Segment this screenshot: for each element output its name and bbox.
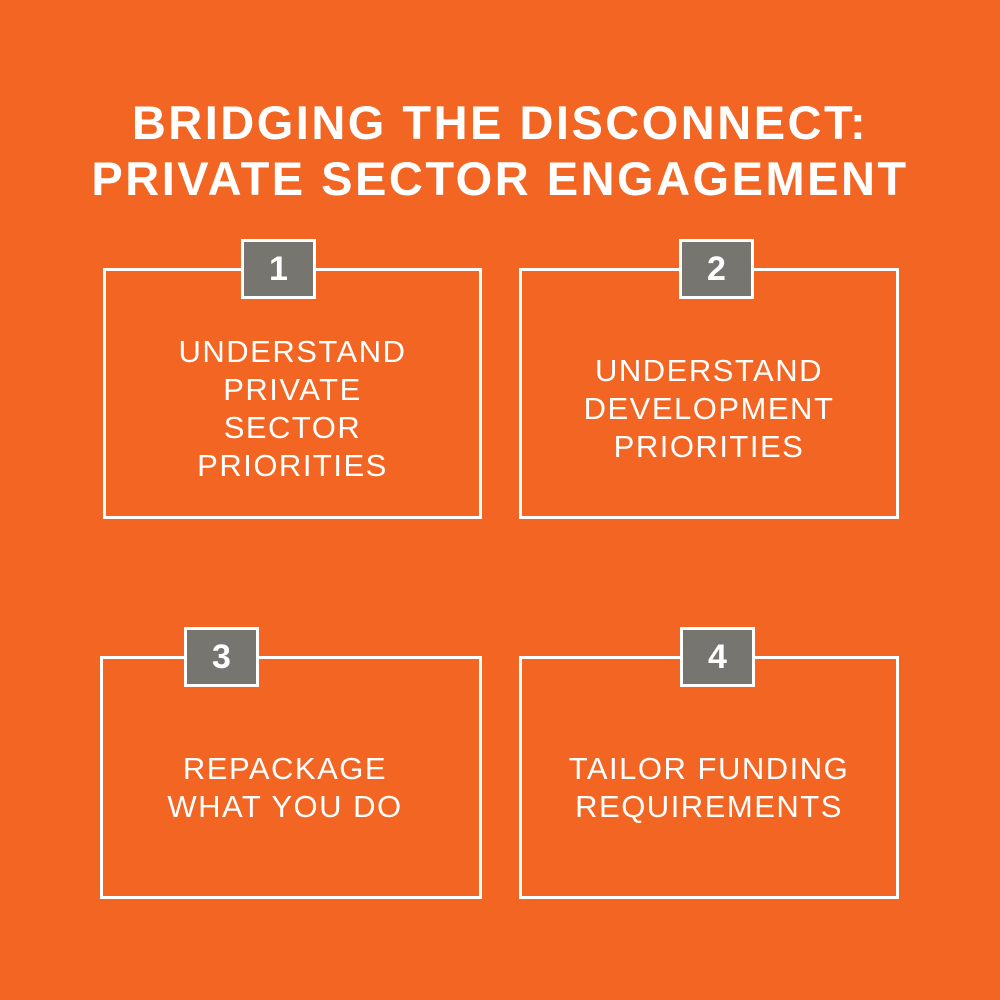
step-3-line-1: REPACKAGE: [182, 751, 388, 786]
page-title: BRIDGING THE DISCONNECT: PRIVATE SECTOR …: [0, 95, 1000, 207]
step-label-4: TAILOR FUNDING REQUIREMENTS: [519, 750, 899, 826]
step-2-line-1: UNDERSTAND: [595, 353, 823, 388]
step-number-badge-1: 1: [241, 239, 316, 299]
step-1-line-1: UNDERSTAND: [178, 334, 407, 369]
step-card-3: [100, 656, 482, 899]
step-4-line-2: REQUIREMENTS: [575, 789, 843, 824]
step-1-line-3: SECTOR: [223, 410, 362, 445]
step-1-line-2: PRIVATE: [223, 372, 362, 407]
step-number-badge-2: 2: [679, 239, 754, 299]
step-label-1: UNDERSTAND PRIVATE SECTOR PRIORITIES: [103, 333, 482, 485]
step-3-line-2: WHAT YOU DO: [167, 789, 403, 824]
step-label-3: REPACKAGE WHAT YOU DO: [100, 750, 470, 826]
step-number-badge-4: 4: [680, 627, 755, 687]
title-line-2: PRIVATE SECTOR ENGAGEMENT: [91, 152, 909, 205]
step-number-badge-3: 3: [184, 627, 259, 687]
step-4-line-1: TAILOR FUNDING: [568, 751, 850, 786]
step-label-2: UNDERSTAND DEVELOPMENT PRIORITIES: [519, 352, 899, 466]
step-2-line-2: DEVELOPMENT: [583, 391, 835, 426]
step-2-line-3: PRIORITIES: [613, 429, 805, 464]
step-1-line-4: PRIORITIES: [197, 448, 388, 483]
title-line-1: BRIDGING THE DISCONNECT:: [131, 96, 869, 149]
